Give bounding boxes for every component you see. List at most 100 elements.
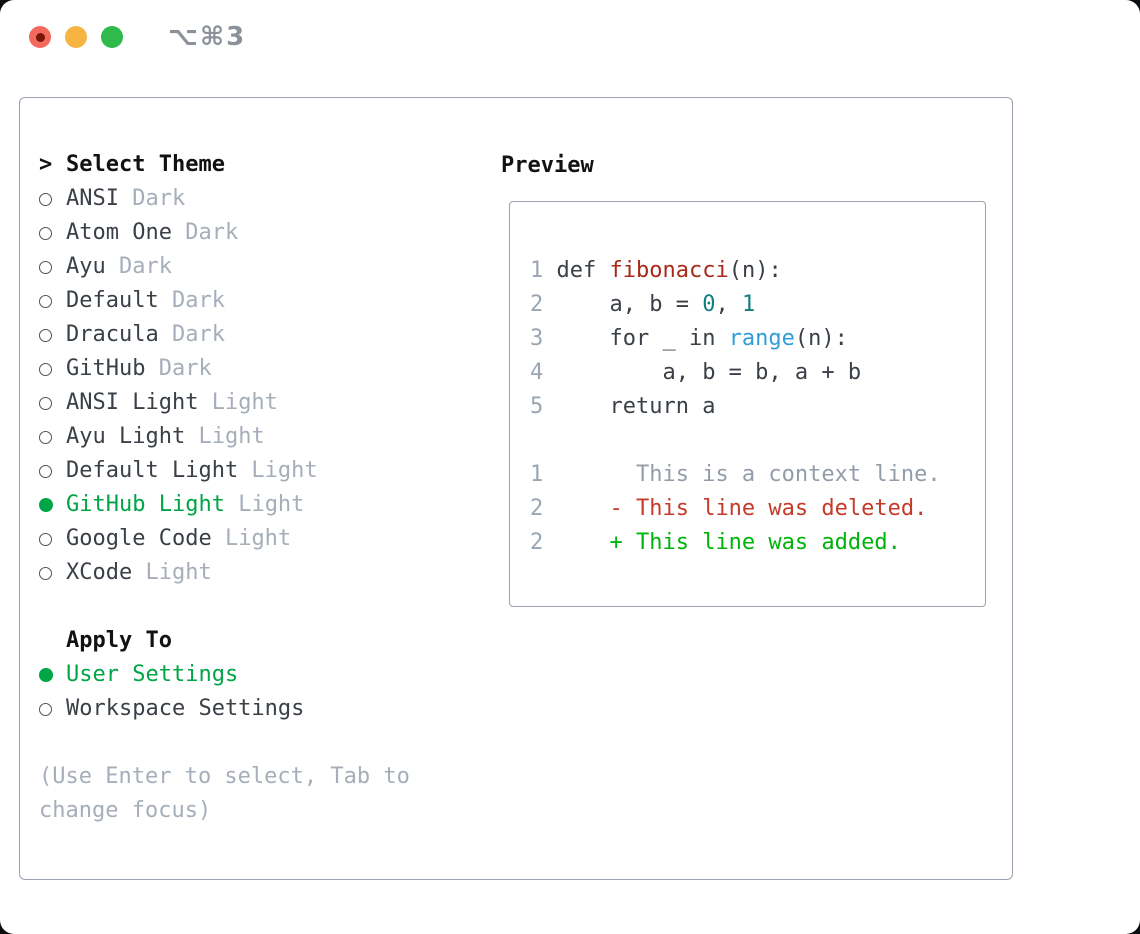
prompt-caret-icon: > <box>39 152 53 177</box>
theme-variant-tag: Dark <box>105 254 172 279</box>
apply-to-option[interactable]: User Settings <box>39 658 410 692</box>
radio-icon <box>39 464 52 478</box>
code-token: , <box>715 292 742 317</box>
radio-icon <box>39 532 52 546</box>
line-number: 3 <box>530 326 544 351</box>
radio-icon <box>39 362 52 376</box>
radio-gutter <box>39 430 66 444</box>
theme-variant-tag: Dark <box>118 186 186 211</box>
theme-option[interactable]: Ayu Dark <box>39 250 410 284</box>
theme-option[interactable]: Ayu Light Light <box>39 420 410 454</box>
theme-name: Atom One <box>66 220 172 245</box>
theme-name: Dracula <box>66 322 159 347</box>
apply-to-header: Apply To <box>39 624 410 658</box>
theme-option[interactable]: Dracula Dark <box>39 318 410 352</box>
radio-icon <box>39 702 52 716</box>
theme-variant-tag: Light <box>211 526 292 551</box>
theme-name: ANSI Light <box>66 390 199 415</box>
theme-option[interactable]: XCode Light <box>39 556 410 590</box>
theme-variant-tag: Light <box>198 390 278 415</box>
radio-icon <box>39 192 52 206</box>
apply-to-name: Workspace Settings <box>66 696 305 721</box>
radio-gutter <box>39 396 66 410</box>
code-token: (n): <box>794 326 848 351</box>
radio-selected-icon <box>39 498 53 512</box>
line-number: 2 <box>530 496 544 521</box>
radio-gutter <box>39 362 66 376</box>
code-token: range <box>728 326 795 351</box>
radio-gutter <box>39 702 66 716</box>
radio-gutter <box>39 294 66 308</box>
radio-icon <box>39 226 52 240</box>
theme-option[interactable]: Default Dark <box>39 284 410 318</box>
titlebar: ⌥⌘3 <box>0 0 1140 75</box>
code-token: 1 <box>741 292 756 317</box>
code-line: 3 for _ in range(n): <box>530 322 941 356</box>
theme-variant-tag: Dark <box>158 288 225 313</box>
window-shortcut-label: ⌥⌘3 <box>168 22 247 52</box>
apply-to-title: Apply To <box>66 628 172 653</box>
theme-name: Ayu Light <box>66 424 186 449</box>
zoom-button[interactable] <box>101 26 123 48</box>
close-button[interactable] <box>29 26 51 48</box>
theme-name: GitHub <box>66 356 146 381</box>
line-number: 2 <box>530 530 544 555</box>
radio-icon <box>39 294 52 308</box>
radio-gutter <box>39 498 66 512</box>
theme-variant-tag: Light <box>185 424 265 449</box>
radio-gutter <box>39 192 66 206</box>
code-token: def <box>556 258 610 283</box>
theme-variant-tag: Dark <box>171 220 239 245</box>
theme-option[interactable]: Default Light Light <box>39 454 410 488</box>
radio-gutter <box>39 566 66 580</box>
apply-to-option[interactable]: Workspace Settings <box>39 692 410 726</box>
code-line: 2 + This line was added. <box>530 526 941 560</box>
select-theme-title: Select Theme <box>66 152 225 177</box>
code-token: a, b = <box>556 292 703 317</box>
preview-title: Preview <box>501 153 594 178</box>
theme-option[interactable]: ANSI Light Light <box>39 386 410 420</box>
code-line: 4 a, b = b, a + b <box>530 356 941 390</box>
theme-name: ANSI <box>66 186 119 211</box>
code-token: a, b = b, a + b <box>556 360 862 385</box>
minimize-button[interactable] <box>65 26 87 48</box>
line-number: 2 <box>530 292 544 317</box>
radio-gutter <box>39 464 66 478</box>
spacer <box>39 590 410 624</box>
theme-option[interactable]: GitHub Dark <box>39 352 410 386</box>
apply-to-name: User Settings <box>66 662 239 687</box>
radio-selected-icon <box>39 668 53 682</box>
theme-option[interactable]: Atom One Dark <box>39 216 410 250</box>
code-line: 2 a, b = 0, 1 <box>530 288 941 322</box>
code-line: 1 This is a context line. <box>530 458 941 492</box>
radio-icon <box>39 260 52 274</box>
theme-name: Default Light <box>66 458 239 483</box>
code-line: 2 - This line was deleted. <box>530 492 941 526</box>
radio-gutter <box>39 532 66 546</box>
theme-option[interactable]: GitHub Light Light <box>39 488 410 522</box>
select-theme-header: > Select Theme <box>39 148 410 182</box>
code-token: (n): <box>728 258 782 283</box>
theme-option[interactable]: ANSI Dark <box>39 182 410 216</box>
theme-option[interactable]: Google Code Light <box>39 522 410 556</box>
radio-gutter <box>39 260 66 274</box>
code-token: + This line was added. <box>556 530 901 555</box>
radio-icon <box>39 328 52 342</box>
code-token: 0 <box>702 292 716 317</box>
theme-name: Ayu <box>66 254 106 279</box>
code-token: This is a context line. <box>556 462 941 487</box>
radio-icon <box>39 396 52 410</box>
theme-variant-tag: Light <box>224 492 305 517</box>
code-token: return a <box>556 394 716 419</box>
theme-variant-tag: Dark <box>158 322 225 347</box>
theme-variant-tag: Light <box>132 560 212 585</box>
hint-text-line-1: (Use Enter to select, Tab to <box>39 764 410 789</box>
theme-name: XCode <box>66 560 133 585</box>
code-token: - This line was deleted. <box>556 496 928 521</box>
